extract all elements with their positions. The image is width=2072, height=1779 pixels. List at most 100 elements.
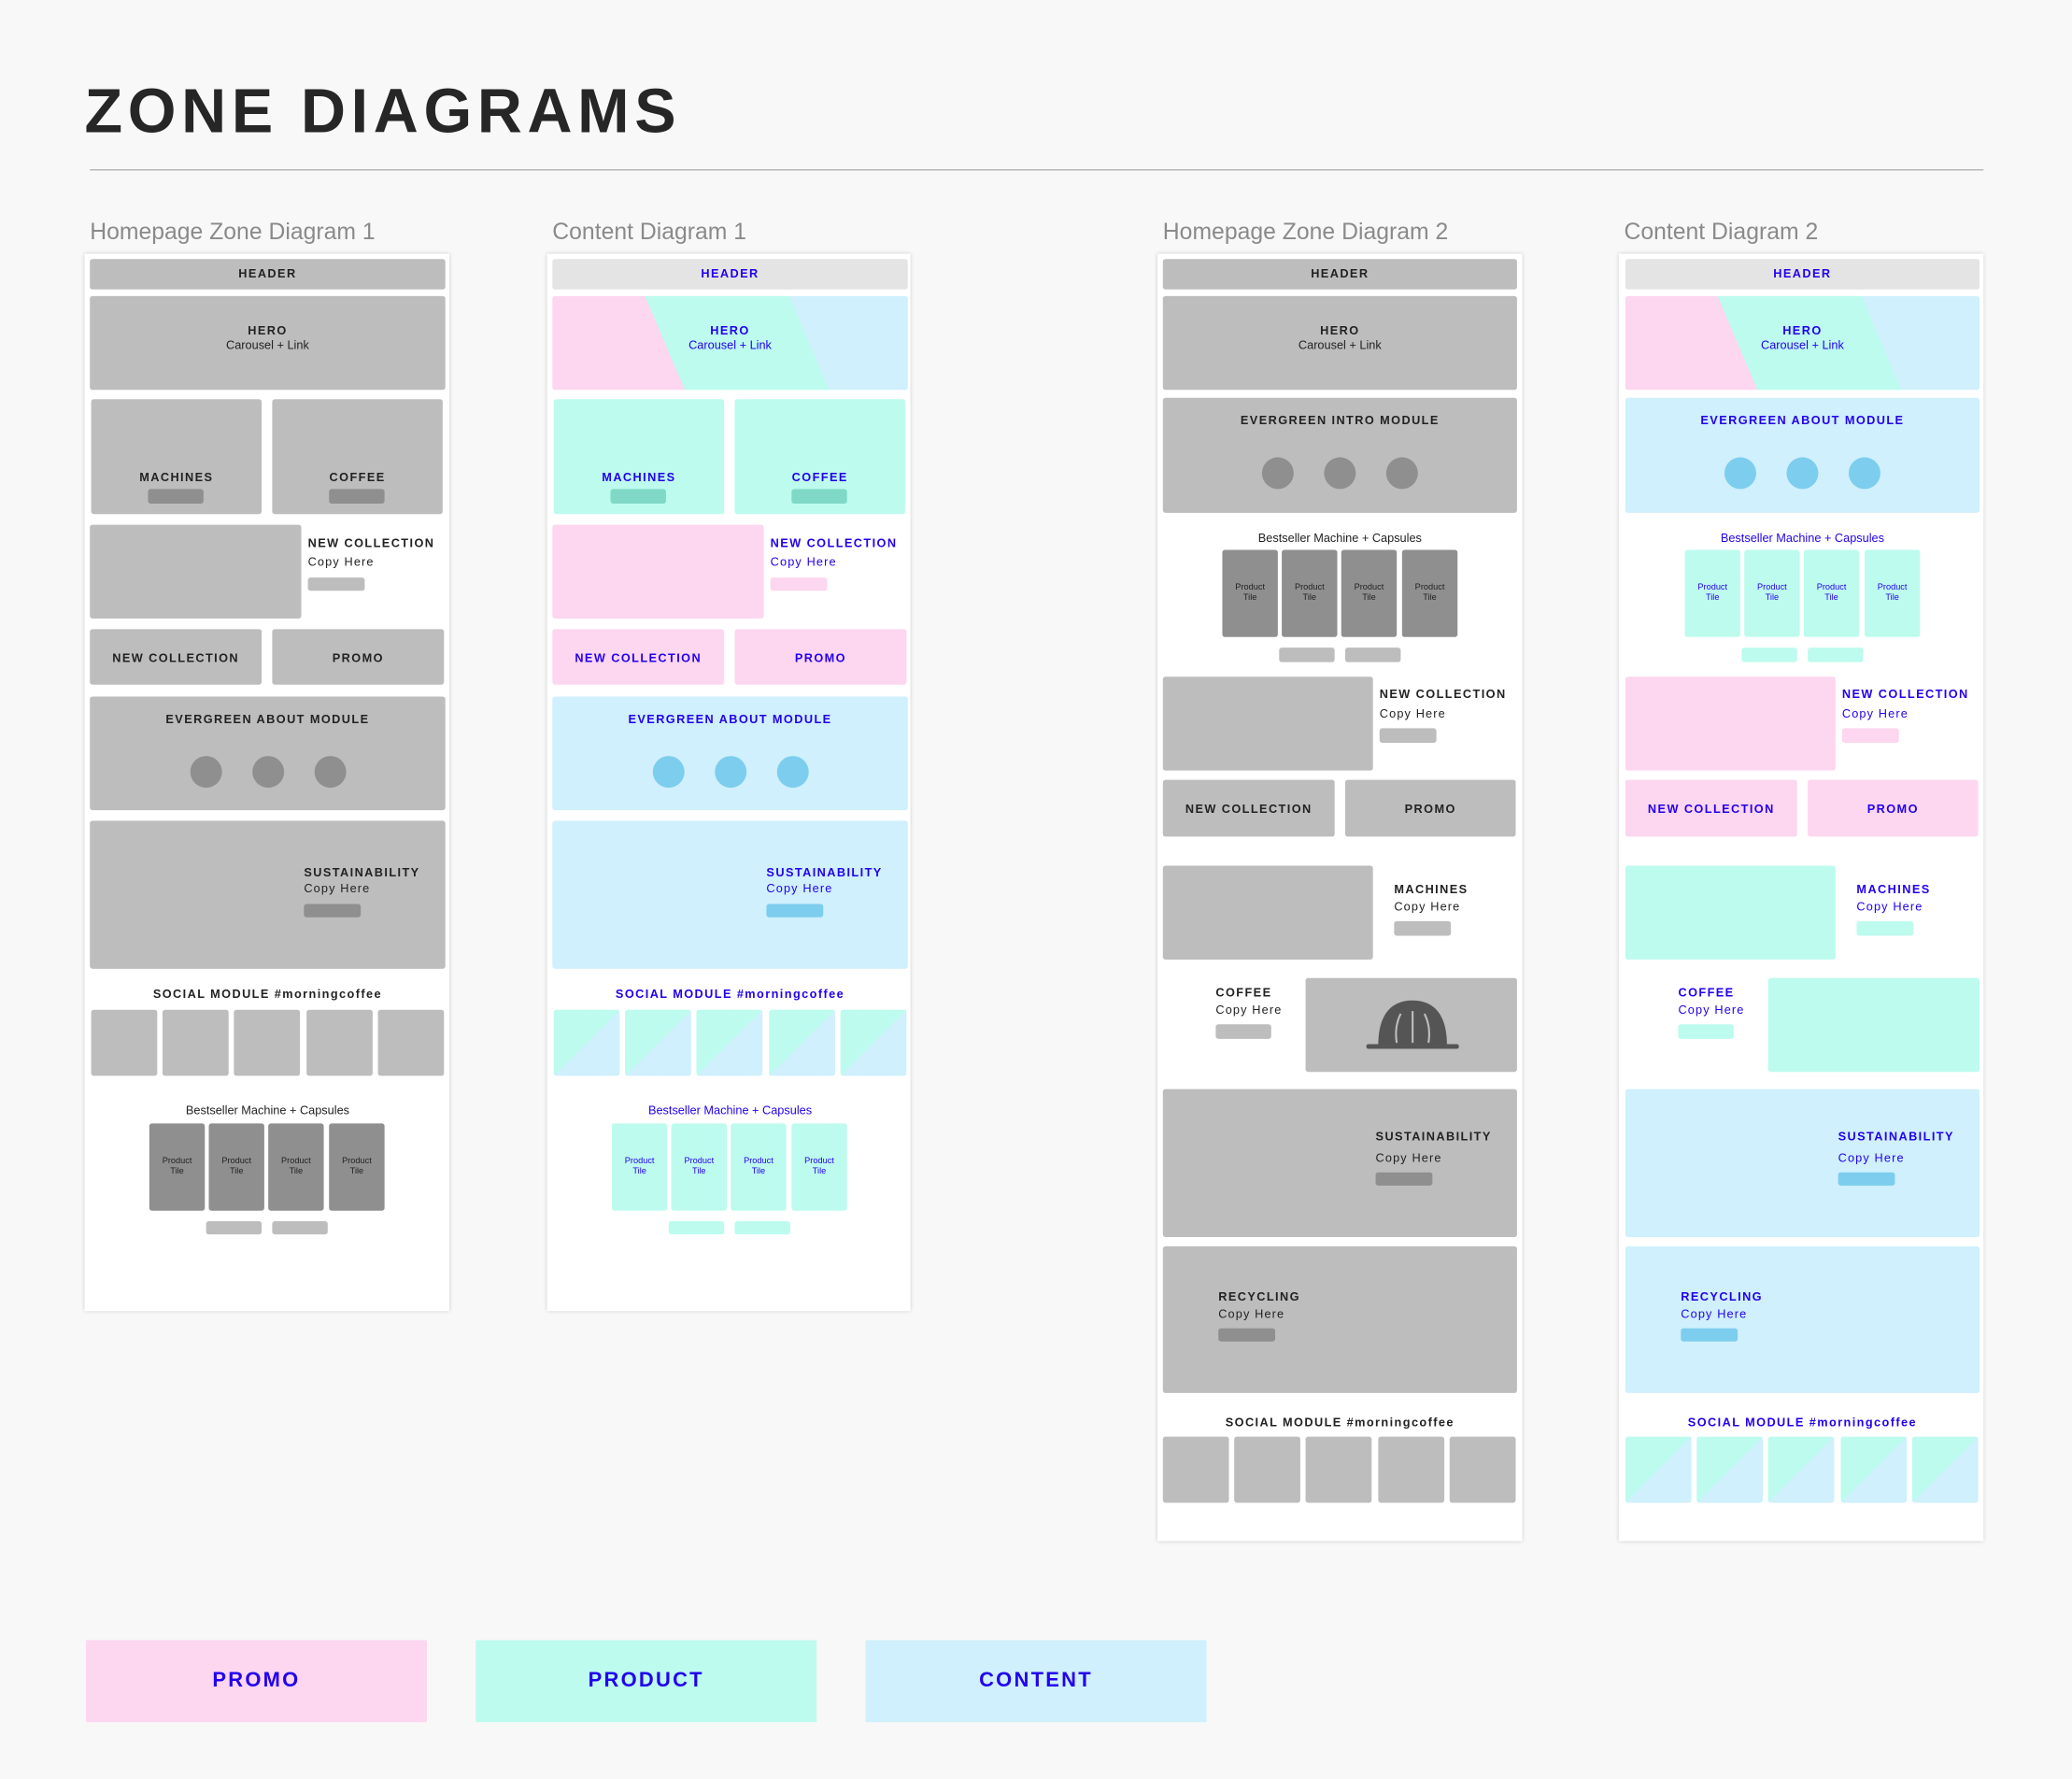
- promo-zone[interactable]: [734, 629, 907, 685]
- coffee-cta-button[interactable]: [1215, 1024, 1271, 1039]
- promo-zone[interactable]: [1345, 779, 1516, 837]
- coffee-cta-button[interactable]: [791, 489, 847, 504]
- hero-zone[interactable]: [1625, 295, 1980, 391]
- sustainability-cta-button[interactable]: [304, 904, 362, 918]
- product-tile[interactable]: [1282, 549, 1338, 637]
- evergreen-zone[interactable]: [90, 696, 446, 811]
- machines-cta-button[interactable]: [1394, 920, 1452, 936]
- hero-zone[interactable]: [1162, 295, 1517, 391]
- machines-image[interactable]: [1625, 865, 1836, 960]
- sustainability-zone[interactable]: [1162, 1089, 1517, 1238]
- new-collection-image[interactable]: [552, 524, 764, 619]
- new-collection-zone[interactable]: [1162, 779, 1335, 837]
- product-tile[interactable]: [208, 1123, 264, 1211]
- new-collection-image[interactable]: [1162, 676, 1373, 771]
- social-tile[interactable]: [1162, 1436, 1229, 1503]
- product-tile[interactable]: [731, 1123, 787, 1211]
- social-tile[interactable]: [1768, 1436, 1835, 1503]
- sustainability-zone[interactable]: [90, 820, 446, 969]
- evergreen-zone[interactable]: [1625, 397, 1980, 513]
- bestseller-button[interactable]: [1345, 648, 1401, 662]
- product-tile[interactable]: [1401, 549, 1458, 637]
- social-tile[interactable]: [840, 1009, 907, 1076]
- social-tile[interactable]: [1306, 1436, 1372, 1503]
- social-tile[interactable]: [1625, 1436, 1692, 1503]
- new-collection-zone[interactable]: [90, 629, 263, 685]
- product-tile[interactable]: [1341, 549, 1398, 637]
- evergreen-zone[interactable]: [552, 696, 908, 811]
- social-tile[interactable]: [625, 1009, 692, 1076]
- social-tile[interactable]: [1234, 1436, 1301, 1503]
- evergreen-zone[interactable]: [1162, 397, 1517, 513]
- social-tile[interactable]: [91, 1009, 158, 1076]
- machines-image[interactable]: [1162, 865, 1373, 960]
- sustainability-cta-button[interactable]: [766, 904, 824, 918]
- bestseller-button[interactable]: [1279, 648, 1335, 662]
- sustainability-zone[interactable]: [1625, 1089, 1980, 1238]
- social-tile[interactable]: [768, 1009, 835, 1076]
- product-tile[interactable]: [1222, 549, 1278, 637]
- social-tile[interactable]: [1839, 1436, 1907, 1503]
- bestseller-button[interactable]: [734, 1221, 790, 1235]
- new-collection-zone[interactable]: [1625, 779, 1797, 837]
- coffee-cta-button[interactable]: [1678, 1024, 1734, 1039]
- product-tile[interactable]: [791, 1123, 847, 1211]
- bestseller-button[interactable]: [206, 1221, 263, 1235]
- product-tile[interactable]: [329, 1123, 385, 1211]
- social-tile[interactable]: [1377, 1436, 1444, 1503]
- social-tile[interactable]: [697, 1009, 763, 1076]
- new-collection-image[interactable]: [90, 524, 302, 619]
- machines-label: MACHINES: [1856, 882, 1931, 897]
- promo-zone[interactable]: [1808, 779, 1979, 837]
- bestseller-button[interactable]: [1741, 648, 1797, 662]
- product-tile[interactable]: [1864, 549, 1921, 637]
- recycling-cta-button[interactable]: [1218, 1328, 1276, 1342]
- product-tile[interactable]: [1803, 549, 1860, 637]
- recycling-cta-button[interactable]: [1681, 1328, 1738, 1342]
- bestseller-button[interactable]: [272, 1221, 328, 1235]
- hero-zone[interactable]: [90, 295, 446, 391]
- social-tile[interactable]: [553, 1009, 620, 1076]
- social-tile[interactable]: [163, 1009, 229, 1076]
- new-collection-cta-button[interactable]: [1841, 728, 1899, 743]
- sustainability-cta-button[interactable]: [1375, 1172, 1433, 1186]
- promo-label: PROMO: [1866, 802, 1919, 816]
- social-tile[interactable]: [1911, 1436, 1979, 1503]
- machines-label: MACHINES: [602, 470, 676, 484]
- product-tile[interactable]: [1684, 549, 1740, 637]
- sustainability-cta-button[interactable]: [1838, 1172, 1895, 1186]
- social-tile[interactable]: [1449, 1436, 1516, 1503]
- machines-cta-button[interactable]: [148, 489, 204, 504]
- new-collection-label: NEW COLLECTION: [307, 536, 435, 550]
- sustainability-zone[interactable]: [552, 820, 908, 969]
- social-tile[interactable]: [377, 1009, 444, 1076]
- circle-icon: [314, 756, 347, 789]
- recycling-zone[interactable]: [1625, 1245, 1980, 1393]
- new-collection-image[interactable]: [1625, 676, 1836, 771]
- promo-zone[interactable]: [272, 629, 445, 685]
- product-tile[interactable]: [149, 1123, 206, 1211]
- product-tile[interactable]: [611, 1123, 668, 1211]
- product-tile[interactable]: [1744, 549, 1800, 637]
- new-collection-cta-button[interactable]: [1379, 728, 1437, 743]
- new-collection-zone[interactable]: [552, 629, 725, 685]
- recycling-label: RECYCLING: [1218, 1289, 1300, 1303]
- new-collection-cta-button[interactable]: [307, 577, 365, 591]
- product-tile[interactable]: [268, 1123, 324, 1211]
- recycling-zone[interactable]: [1162, 1245, 1517, 1393]
- product-tile[interactable]: [671, 1123, 727, 1211]
- new-collection-cta-button[interactable]: [770, 577, 828, 591]
- social-tile[interactable]: [305, 1009, 373, 1076]
- bestseller-button[interactable]: [1808, 648, 1864, 662]
- coffee-cta-button[interactable]: [329, 489, 385, 504]
- copy-text: Copy Here: [307, 555, 375, 569]
- machines-cta-button[interactable]: [1856, 920, 1914, 936]
- machines-cta-button[interactable]: [610, 489, 666, 504]
- hero-label: HERO: [1320, 323, 1360, 337]
- hero-zone[interactable]: [552, 295, 908, 391]
- bestseller-button[interactable]: [668, 1221, 725, 1235]
- coffee-image[interactable]: [1767, 977, 1980, 1073]
- social-tile[interactable]: [1696, 1436, 1764, 1503]
- social-tile[interactable]: [234, 1009, 301, 1076]
- social-module-label: SOCIAL MODULE #morningcoffee: [1687, 1415, 1918, 1430]
